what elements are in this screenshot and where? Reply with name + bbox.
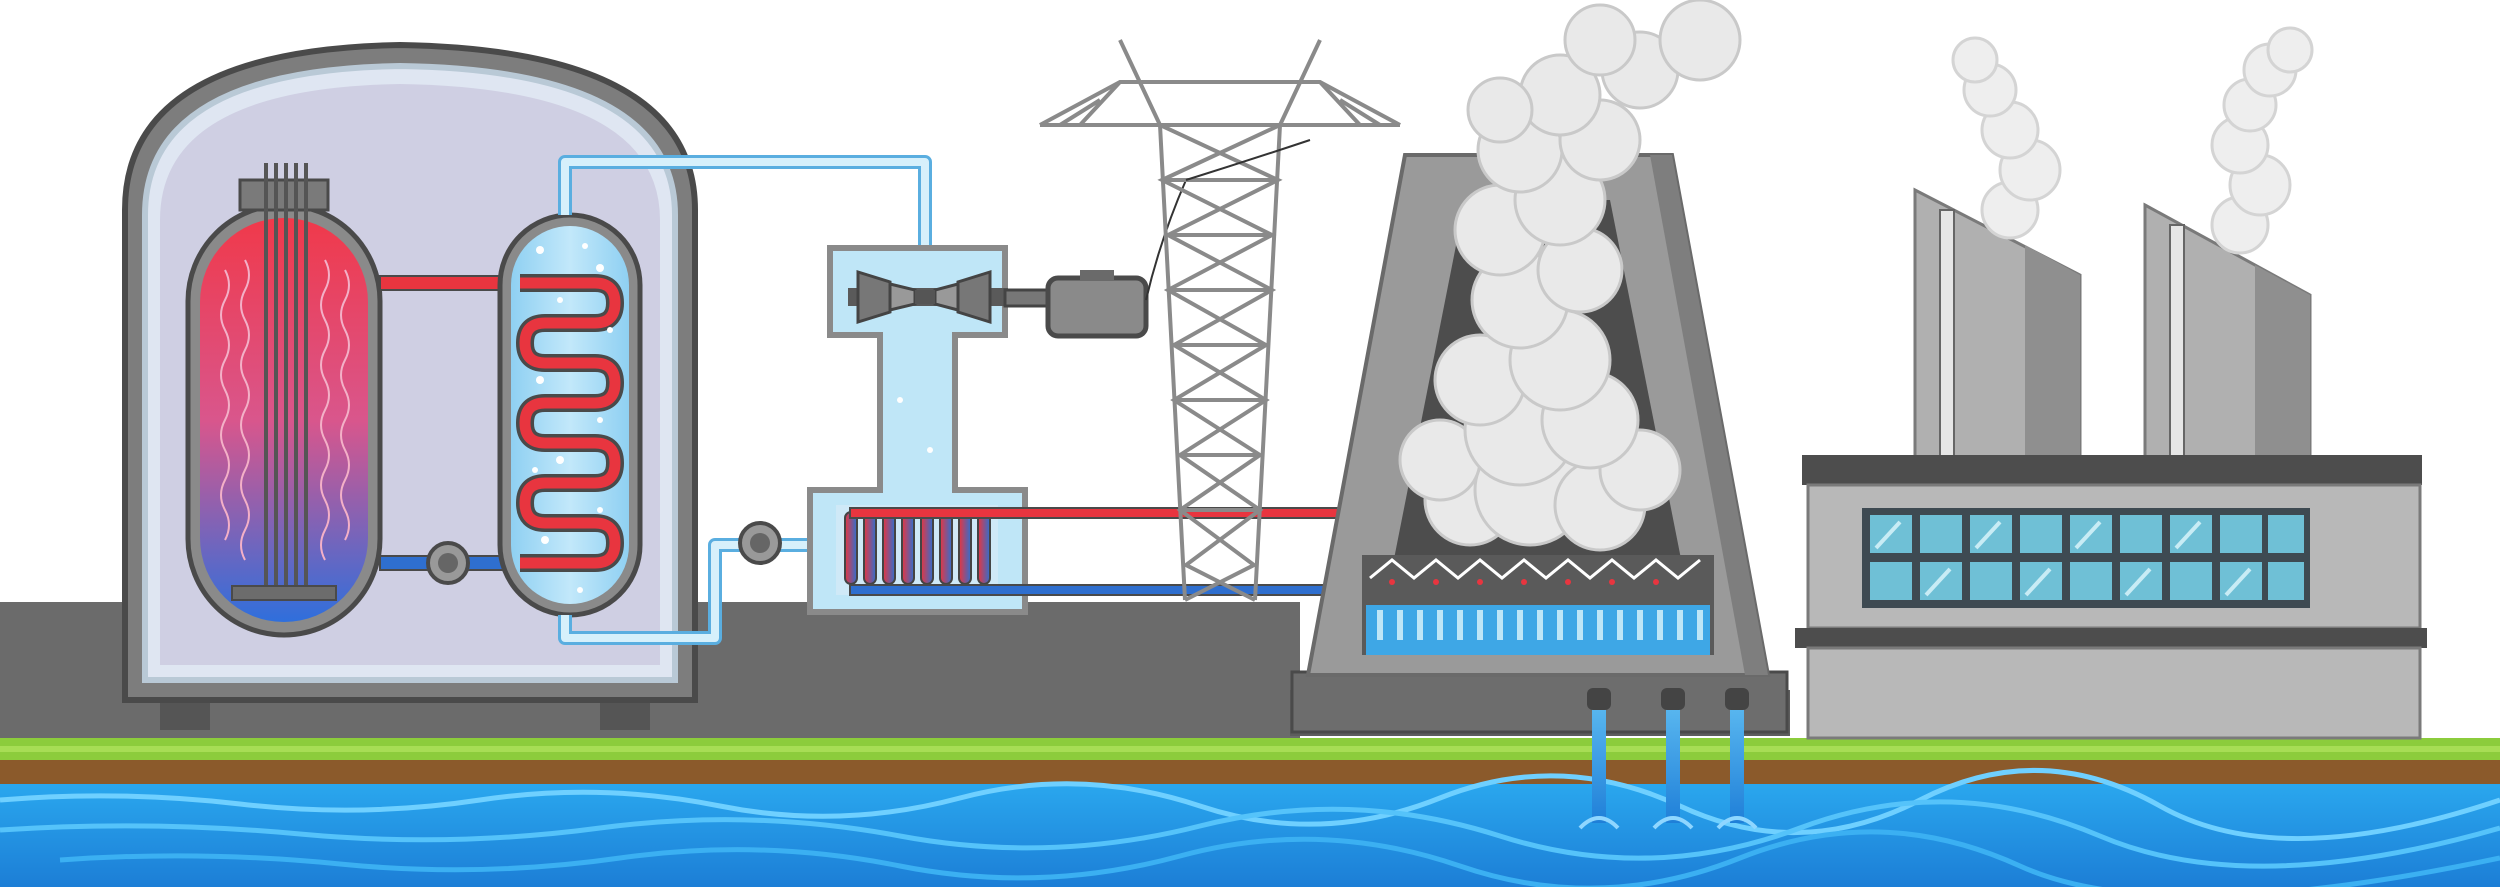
cooling-tower-steam (1398, 0, 1742, 552)
river (0, 767, 2500, 887)
smokestack-smoke (1951, 26, 2314, 255)
coolant-pump (426, 541, 470, 585)
steam-generator (497, 212, 643, 618)
control-rods (231, 163, 337, 601)
feedwater-pump (738, 521, 782, 565)
water-outflow-pipes (1578, 688, 1758, 830)
factory-windows (1862, 508, 2310, 608)
electric-generator (1003, 179, 1187, 339)
transmission-tower (1039, 39, 1401, 602)
condenser (836, 505, 998, 595)
smokestacks (1913, 187, 2312, 462)
riverbank (0, 738, 2500, 784)
